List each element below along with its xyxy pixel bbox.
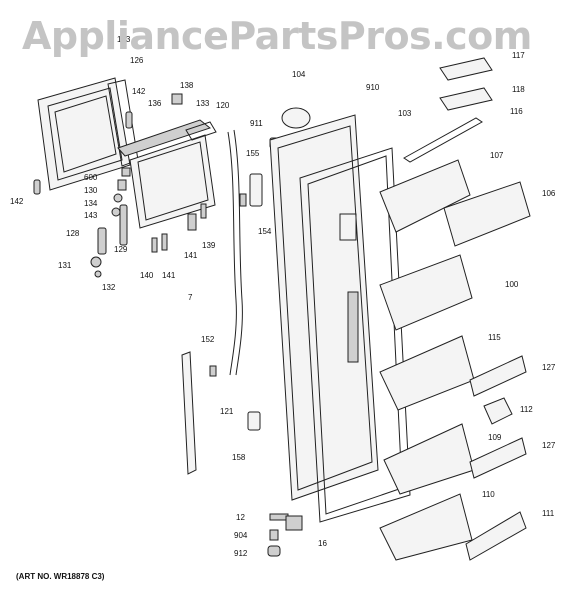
callout-label: 7: [188, 293, 193, 302]
callout-label: 129: [114, 245, 128, 254]
art-number: (ART NO. WR18878 C3): [16, 572, 105, 581]
door-gasket-strip: [227, 129, 247, 376]
callout-label: 115: [488, 333, 501, 342]
callout-label: 158: [232, 453, 246, 462]
shelf-parts: [379, 57, 531, 561]
callout-label: 154: [258, 227, 272, 236]
callout-label: 600: [84, 173, 98, 182]
callout-label: 155: [246, 149, 260, 158]
callout-label: 126: [130, 56, 144, 65]
callout-label: 110: [482, 490, 495, 499]
site-watermark: AppliancePartsPros.com: [22, 14, 532, 58]
callout-label: 141: [184, 251, 198, 260]
callout-label: 132: [102, 283, 116, 292]
callout-label: 911: [250, 119, 263, 128]
callout-label: 139: [202, 241, 216, 250]
door-trim-strip: [181, 351, 217, 475]
callout-label: 910: [366, 83, 380, 92]
freezer-door-panel: [269, 114, 379, 501]
callout-label: 100: [505, 280, 519, 289]
callout-label: 141: [162, 271, 176, 280]
callout-label: 131: [58, 261, 72, 270]
callout-label: 104: [292, 70, 306, 79]
bottom-hardware: [267, 513, 303, 557]
callout-label: 109: [488, 433, 502, 442]
callout-label: 140: [140, 271, 154, 280]
callout-label: 142: [132, 87, 146, 96]
callout-label: 143: [117, 35, 131, 44]
callout-label: 121: [220, 407, 234, 416]
callout-label: 904: [234, 531, 248, 540]
callout-label: 116: [510, 107, 523, 116]
callout-label: 12: [236, 513, 245, 522]
callout-label: 128: [66, 229, 80, 238]
callout-label: 112: [520, 405, 533, 414]
callout-label: 912: [234, 549, 248, 558]
callout-label: 143: [84, 211, 98, 220]
callout-label: 127: [542, 441, 556, 450]
callout-label: 134: [84, 199, 98, 208]
dispenser-ring: [281, 107, 311, 129]
callout-label: 120: [216, 101, 230, 110]
callout-label: 152: [201, 335, 215, 344]
callout-label: 111: [542, 509, 555, 518]
small-dispenser-parts: [33, 93, 207, 278]
callout-label: 107: [490, 151, 504, 160]
callout-label: 130: [84, 186, 98, 195]
dispenser-housing: [117, 119, 217, 229]
callout-label: 127: [542, 363, 556, 372]
callout-label: 133: [196, 99, 210, 108]
callout-labels: 143 126 142 138 136 133 120 142 600 130 …: [10, 35, 556, 558]
callout-label: 117: [512, 51, 525, 60]
callout-label: 138: [180, 81, 194, 90]
callout-label: 106: [542, 189, 556, 198]
callout-label: 142: [10, 197, 24, 206]
callout-label: 136: [148, 99, 162, 108]
callout-label: 103: [398, 109, 412, 118]
callout-label: 16: [318, 539, 327, 548]
callout-label: 118: [512, 85, 525, 94]
dispenser-frame-outer: [37, 77, 131, 191]
